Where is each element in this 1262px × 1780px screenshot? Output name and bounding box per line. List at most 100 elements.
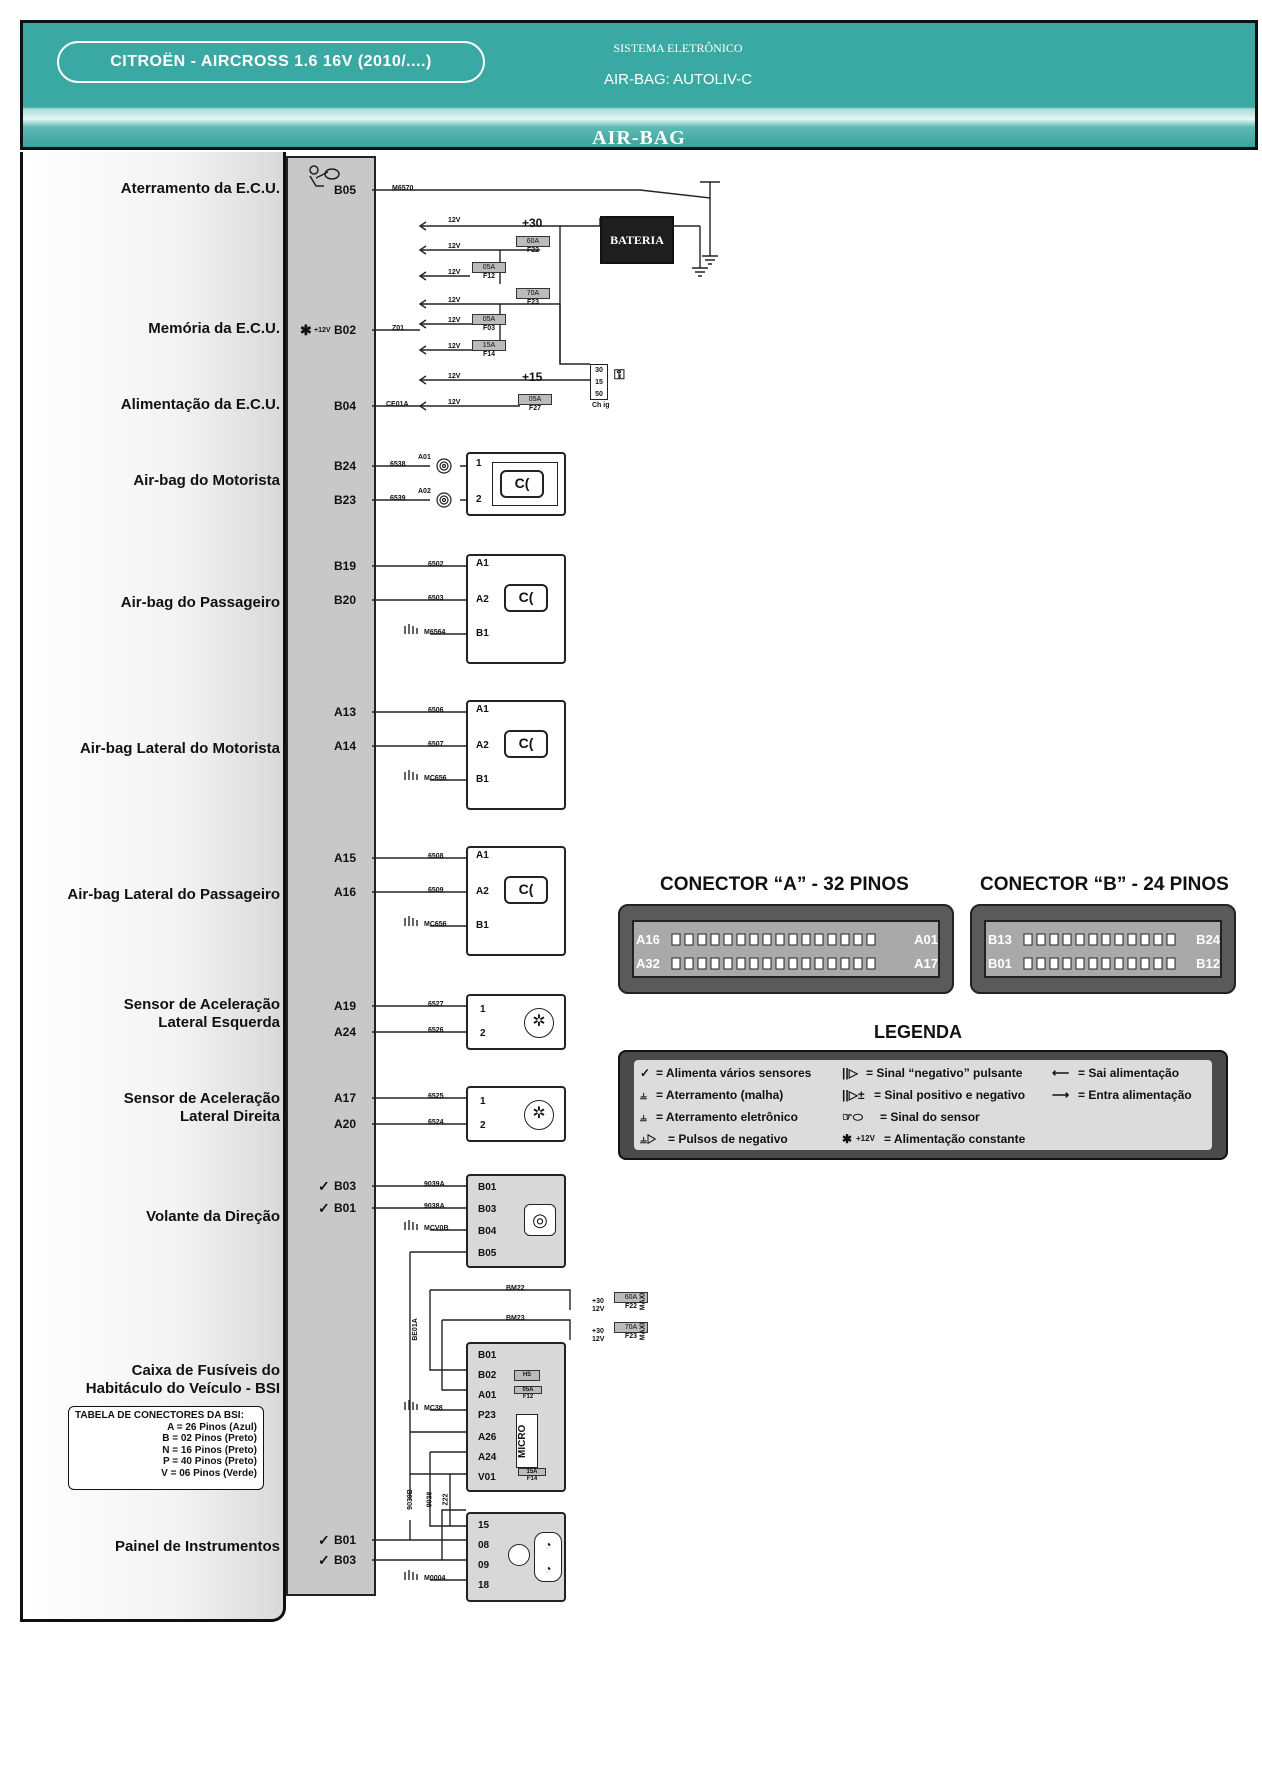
label-maxi-2: MAXI [639, 1322, 647, 1341]
check-icon: ✓ [318, 1178, 330, 1194]
side-driver-airbag-module: A1 A2 B1 C( [466, 700, 566, 810]
header-banner: CITROËN - AIRCROSS 1.6 16V (2010/....) S… [20, 20, 1258, 150]
airbag-icon: C( [504, 730, 548, 758]
wire-6524: 6524 [428, 1119, 444, 1126]
pin-a17: A17 [334, 1091, 357, 1105]
pin-a19: A19 [334, 999, 357, 1013]
micro-chip: MICRO [516, 1414, 538, 1468]
label-plus30: +30 [522, 216, 543, 230]
legend-neg-pulse-icon: ⫨▷ [640, 1132, 657, 1146]
bsi-connector-table: TABELA DE CONECTORES DA BSI: A = 26 Pino… [68, 1406, 264, 1490]
steering-wheel-module: B01 B03 B04 B05 ◎ [466, 1174, 566, 1268]
connector-a-title: CONECTOR “A” - 32 PINOS [660, 874, 909, 895]
wire-6503: 6503 [428, 595, 444, 602]
airbag-icon: C( [500, 470, 544, 498]
wire-be01a: BE01A [411, 1318, 419, 1341]
label-a02: A02 [418, 488, 431, 495]
system-label: SISTEMA ELETRÔNICO [613, 41, 743, 55]
label-12v: 12V [448, 217, 461, 224]
label-12v: 12V [448, 373, 461, 380]
pin-b20: B20 [334, 593, 357, 607]
label-12v: 12V [448, 243, 461, 250]
sensor-right-module: 1 2 ✲ [466, 1086, 566, 1142]
pin-b04: B04 [334, 399, 357, 413]
pin-b01-panel: B01 [334, 1533, 357, 1547]
legend-check-icon: ✓ [640, 1066, 651, 1080]
wire-m6564: M6564 [424, 629, 446, 636]
wire-6526: 6526 [428, 1027, 444, 1034]
check-icon: ✓ [318, 1532, 330, 1548]
label-bsi: Caixa de Fusíveis do Habitáculo do Veícu… [85, 1362, 280, 1397]
legend-arrow-right-icon: ⟶ [1052, 1088, 1070, 1102]
wire-9038a: 9038A [424, 1203, 445, 1210]
label-plus30-bsi-2: +30 [592, 1328, 604, 1335]
pin-a16: A16 [334, 885, 357, 899]
fuse-hs: HS [514, 1370, 540, 1381]
steering-wheel-icon: ◎ [524, 1204, 556, 1236]
instrument-panel-module: 15 08 09 18 ◔◔ [466, 1512, 566, 1602]
pin-b01: B01 [334, 1201, 357, 1215]
label-sensor-right: Sensor de Aceleração Lateral Direita [123, 1090, 280, 1125]
side-passenger-airbag-module: A1 A2 B1 C( [466, 846, 566, 956]
legend-plusminus-icon: ||▷± [842, 1088, 865, 1102]
passenger-airbag-module: A1 A2 B1 C( [466, 554, 566, 664]
wire-9039a: 9039A [424, 1181, 445, 1188]
label-ground: Aterramento da E.C.U. [120, 180, 280, 197]
label-plus30-bsi: +30 [592, 1298, 604, 1305]
gauge-cluster-icon: ◔◔ [534, 1532, 562, 1582]
label-memory: Memória da E.C.U. [148, 320, 280, 337]
label-supply: Alimentação da E.C.U. [120, 396, 280, 413]
pin-a14: A14 [334, 739, 357, 753]
pin-b24: B24 [334, 459, 357, 473]
legend-title: LEGENDA [874, 1022, 963, 1042]
connector-a-pins [671, 933, 876, 970]
connector-b: B13 B24 B01 B12 [970, 904, 1236, 994]
wire-9038: 9038 [426, 1491, 434, 1508]
airbag-icon: C( [504, 584, 548, 612]
label-12v: 12V [448, 297, 461, 304]
pin-b03: B03 [334, 1179, 357, 1193]
wire-6525: 6525 [428, 1093, 444, 1100]
legend-electronic-ground-icon: ⫨ [640, 1110, 647, 1124]
legend-box: ✓ = Alimenta vários sensores ||▷ = Sinal… [618, 1050, 1228, 1160]
pin-b03-panel: B03 [334, 1553, 357, 1567]
wire-6507: 6507 [428, 741, 444, 748]
connector-b-pins [1023, 933, 1176, 970]
wire-6527: 6527 [428, 1001, 444, 1008]
check-icon: ✓ [318, 1552, 330, 1568]
wire-bm23: BM23 [506, 1315, 525, 1322]
legend-pulse-icon: ||▷ [842, 1066, 858, 1080]
label-a01: A01 [418, 454, 431, 461]
wire-6506: 6506 [428, 707, 444, 714]
airbag-seat-icon [309, 165, 340, 187]
module-label: AIR-BAG: AUTOLIV-C [603, 71, 753, 88]
label-12v-bsi: 12V [592, 1306, 605, 1313]
legend-sensor-icon: ☞⬭ [842, 1110, 864, 1124]
key-icon: ⚿ [614, 366, 625, 382]
star-icon: ✱ [300, 322, 312, 338]
pin-b19: B19 [334, 559, 357, 573]
wire-z22: Z22 [442, 1493, 450, 1506]
label-maxi: MAXI [639, 1292, 647, 1311]
label-chig: Ch ig [592, 402, 610, 409]
wire-6509: 6509 [428, 887, 444, 894]
wire-6502: 6502 [428, 561, 444, 568]
label-side-driver-airbag: Air-bag Lateral do Motorista [79, 740, 280, 757]
accel-sensor-icon: ✲ [524, 1100, 554, 1130]
label-12v: 12V [448, 317, 461, 324]
transistor-icon [508, 1544, 530, 1566]
pin-b05: B05 [334, 183, 357, 197]
labels-panel [20, 152, 286, 1622]
section-title: AIR-BAG [592, 127, 686, 149]
driver-airbag-module: 1 2 C( [466, 452, 566, 516]
wire-plus12v: +12V [314, 327, 331, 334]
wire-6539: 6539 [390, 495, 406, 502]
wire-mc656-a: MC656 [424, 775, 447, 782]
label-12v: 12V [448, 269, 461, 276]
